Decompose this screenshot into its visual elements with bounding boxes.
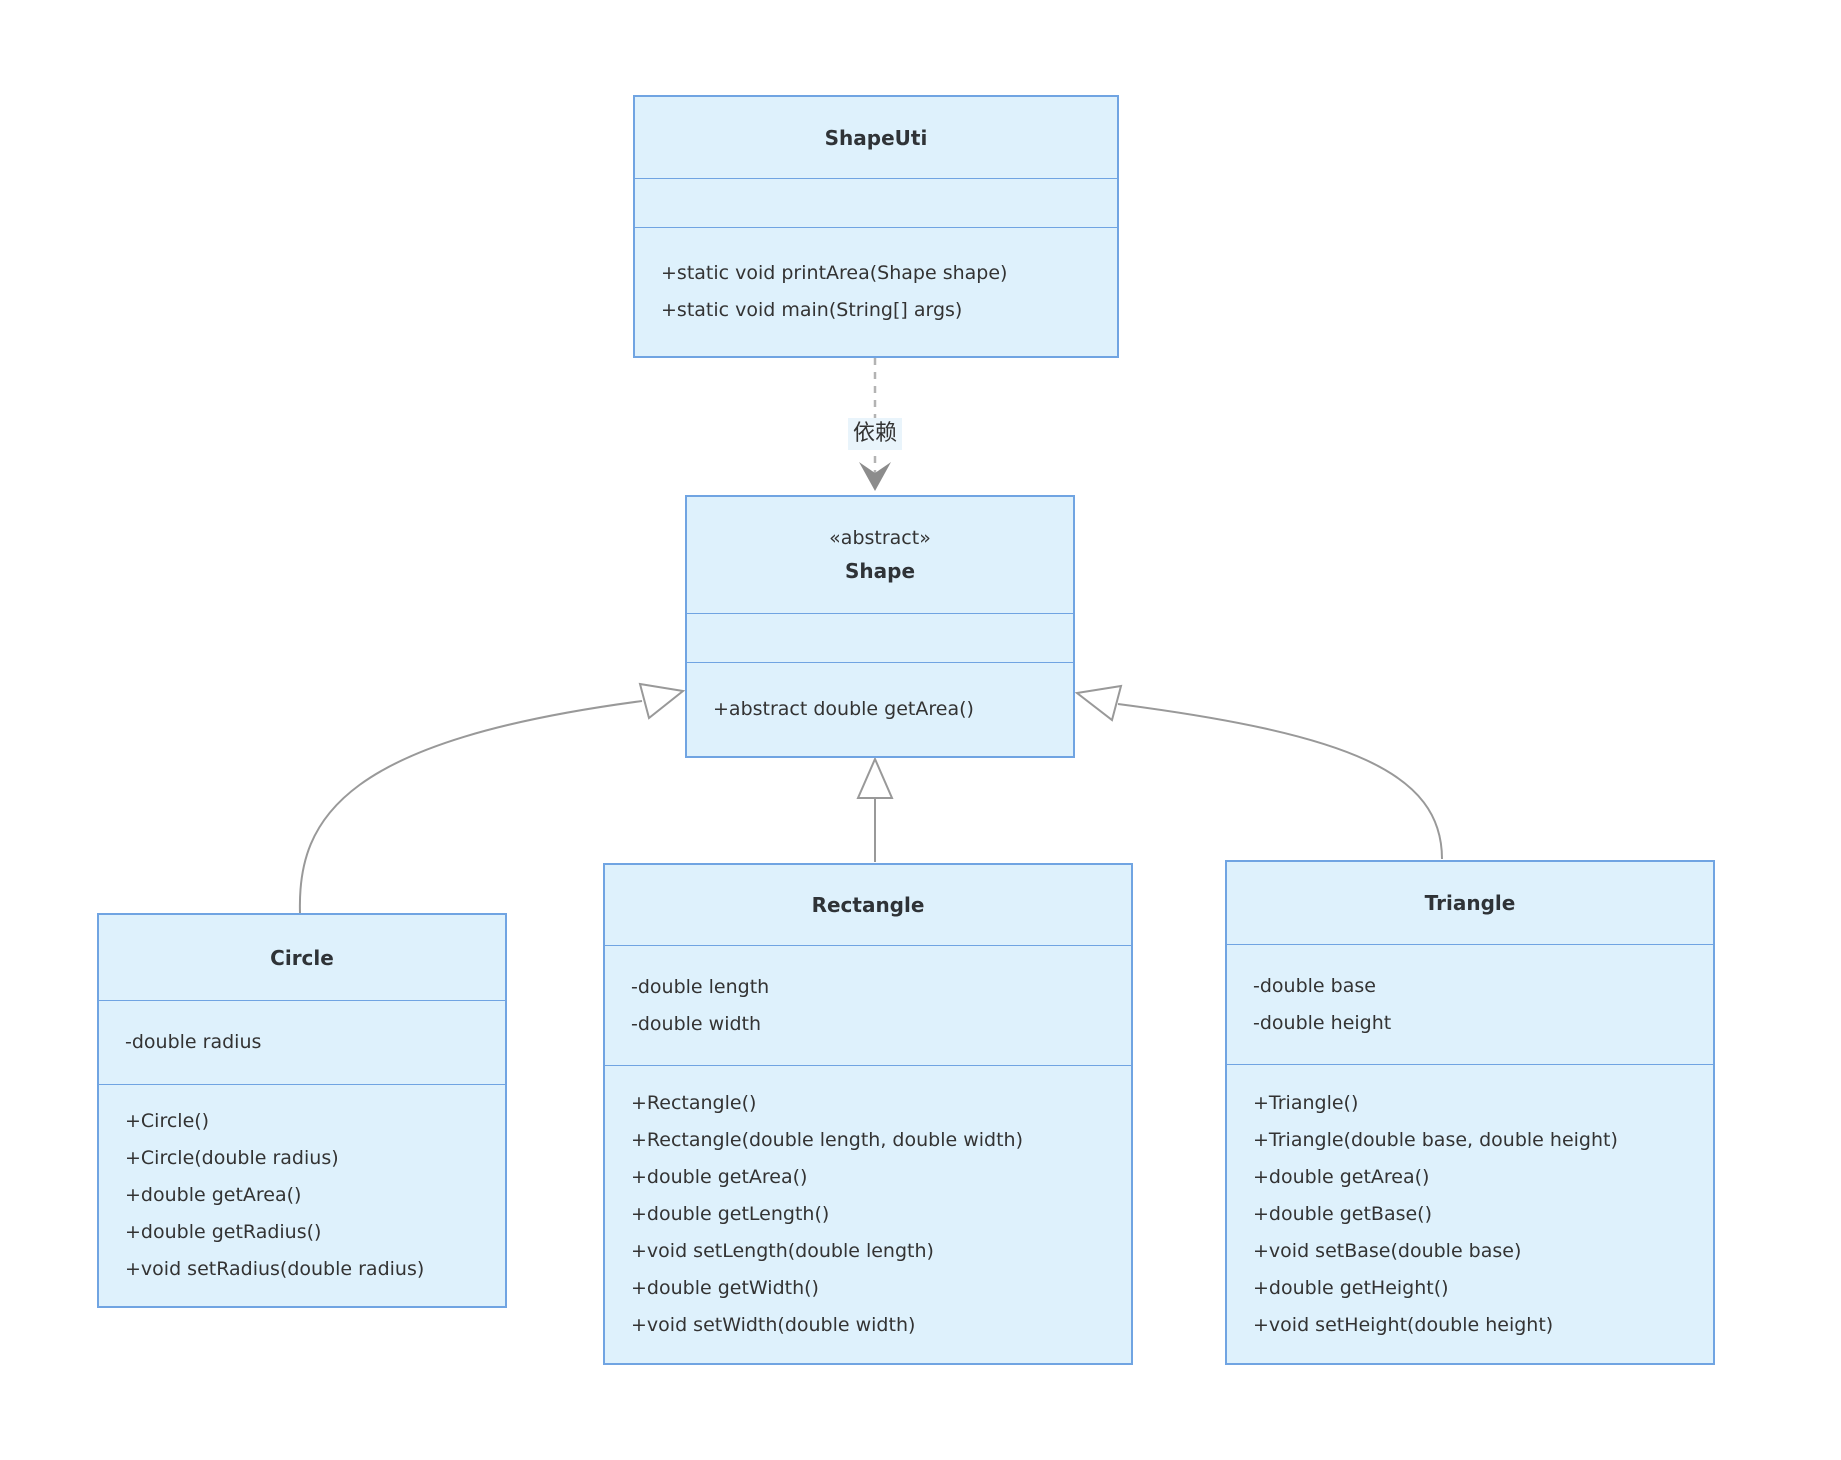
attributes-section-circle: -double radius xyxy=(99,1000,505,1084)
method-item: +double getWidth() xyxy=(631,1277,819,1299)
class-box-shapeuti: ShapeUti +static void printArea(Shape sh… xyxy=(633,95,1119,358)
method-item: +void setBase(double base) xyxy=(1253,1239,1522,1262)
method-item: +double getBase() xyxy=(1253,1202,1433,1225)
method-item: +static void printArea(Shape shape) xyxy=(661,262,1008,284)
method-item: +Circle() xyxy=(125,1110,210,1132)
attributes-section-shapeuti xyxy=(635,178,1117,227)
attributes-section-rectangle: -double length -double width xyxy=(605,945,1131,1065)
class-title-circle: Circle xyxy=(99,915,505,1000)
method-item: +Triangle(double base, double height) xyxy=(1253,1128,1618,1151)
class-title-triangle: Triangle xyxy=(1227,862,1713,944)
inheritance-arrowhead-triangle-icon xyxy=(1074,684,1123,722)
method-item: +double getArea() xyxy=(631,1166,808,1188)
class-title-shapeuti: ShapeUti xyxy=(635,97,1117,178)
class-name-label: ShapeUti xyxy=(824,125,928,150)
class-box-shape: «abstract» Shape +abstract double getAre… xyxy=(685,495,1075,758)
method-item: +Rectangle() xyxy=(631,1092,757,1114)
attributes-section-shape xyxy=(687,613,1073,662)
method-item: +void setLength(double length) xyxy=(631,1240,934,1262)
method-item: +double getArea() xyxy=(1253,1165,1430,1188)
method-item: +void setWidth(double width) xyxy=(631,1314,916,1336)
methods-section-triangle: +Triangle() +Triangle(double base, doubl… xyxy=(1227,1064,1713,1363)
methods-section-circle: +Circle() +Circle(double radius) +double… xyxy=(99,1084,505,1306)
method-item: +double getRadius() xyxy=(125,1221,322,1243)
attributes-section-triangle: -double base -double height xyxy=(1227,944,1713,1064)
class-box-circle: Circle -double radius +Circle() +Circle(… xyxy=(97,913,507,1308)
method-item: +double getHeight() xyxy=(1253,1276,1449,1299)
attribute-item: -double base xyxy=(1253,974,1376,997)
attribute-item: -double length xyxy=(631,975,770,998)
attribute-item: -double height xyxy=(1253,1011,1392,1034)
methods-section-shape: +abstract double getArea() xyxy=(687,662,1073,756)
class-title-shape: «abstract» Shape xyxy=(687,497,1073,613)
inheritance-arrow-circle-line xyxy=(298,700,643,914)
class-box-triangle: Triangle -double base -double height +Tr… xyxy=(1225,860,1715,1365)
attribute-item: -double width xyxy=(631,1012,762,1035)
dependency-edge-label: 依赖 xyxy=(847,418,903,450)
method-item: +Rectangle(double length, double width) xyxy=(631,1129,1023,1151)
class-name-label: Triangle xyxy=(1424,891,1516,915)
method-item: +double getArea() xyxy=(125,1184,302,1206)
method-item: +abstract double getArea() xyxy=(713,698,974,720)
class-name-label: Shape xyxy=(844,559,916,583)
attribute-item: -double radius xyxy=(125,1031,262,1053)
class-box-rectangle: Rectangle -double length -double width +… xyxy=(603,863,1133,1365)
class-name-label: Rectangle xyxy=(811,893,925,917)
stereotype-label: «abstract» xyxy=(829,527,931,549)
method-item: +Circle(double radius) xyxy=(125,1147,339,1169)
inheritance-arrowhead-circle-icon xyxy=(638,682,686,720)
inheritance-arrowhead-rectangle-icon xyxy=(856,756,894,799)
methods-section-shapeuti: +static void printArea(Shape shape) +sta… xyxy=(635,227,1117,356)
method-item: +static void main(String[] args) xyxy=(661,299,963,321)
dependency-arrowhead-icon xyxy=(859,462,891,491)
method-item: +Triangle() xyxy=(1253,1091,1359,1114)
method-item: +double getLength() xyxy=(631,1203,830,1225)
method-item: +void setRadius(double radius) xyxy=(125,1258,425,1280)
method-item: +void setHeight(double height) xyxy=(1253,1313,1554,1336)
inheritance-arrow-triangle-line xyxy=(1117,703,1443,860)
class-title-rectangle: Rectangle xyxy=(605,865,1131,945)
class-name-label: Circle xyxy=(270,945,334,970)
methods-section-rectangle: +Rectangle() +Rectangle(double length, d… xyxy=(605,1065,1131,1363)
